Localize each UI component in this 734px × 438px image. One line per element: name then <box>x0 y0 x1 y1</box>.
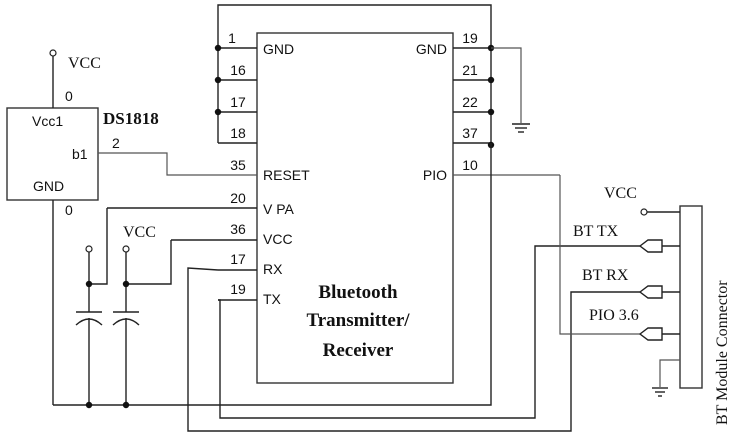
ic-title-line: Bluetooth <box>318 282 398 303</box>
pin-name: GND <box>33 178 64 194</box>
pin-number: 35 <box>230 157 246 173</box>
ground-icon <box>512 123 530 133</box>
pin-name: TX <box>263 291 282 307</box>
gnd-wire <box>491 47 522 123</box>
pin-number: 0 <box>65 202 73 218</box>
vcc-terminal-icon <box>640 208 648 216</box>
pin-name: b1 <box>72 146 88 162</box>
junction-dot <box>487 76 495 84</box>
pin-number: 19 <box>462 30 478 46</box>
vcc-label: VCC <box>68 55 101 72</box>
junction-dot <box>85 280 93 288</box>
vpa-wire <box>89 208 108 285</box>
connector-pin-icon <box>638 285 680 299</box>
right-pin-stubs <box>453 47 560 176</box>
vcc-wire <box>126 240 172 285</box>
reset-wire <box>98 152 218 176</box>
connector-title: BT Module Connector <box>714 280 731 425</box>
pin-name: GND <box>263 41 294 57</box>
left-pin-stubs <box>218 47 257 301</box>
pin-name: RESET <box>263 167 310 183</box>
vcc-terminal-icon <box>85 245 93 253</box>
ic-title-line: Receiver <box>323 340 394 361</box>
ic-title-line: Transmitter/ <box>306 310 410 331</box>
pin-name: GND <box>416 41 447 57</box>
pin-name: V PA <box>263 201 295 217</box>
connector-pin-icon <box>638 327 680 341</box>
junction-dot <box>85 401 93 409</box>
junction-dot <box>487 108 495 116</box>
pin-number: 36 <box>230 221 246 237</box>
pin-number: 1 <box>228 30 236 46</box>
junction-dot <box>122 280 130 288</box>
ds1818-label: DS1818 <box>103 109 159 128</box>
vcc-terminal-icon <box>49 49 57 57</box>
pin-number: 17 <box>230 251 246 267</box>
vcc-terminal-icon <box>122 245 130 253</box>
connector-pin-icon <box>638 239 680 253</box>
connector-signal-label: PIO 3.6 <box>589 307 639 324</box>
ground-icon <box>652 387 668 397</box>
pin-number: 22 <box>462 94 478 110</box>
pin-number: 21 <box>462 62 478 78</box>
pin-name: PIO <box>423 167 447 183</box>
rx-wire <box>187 267 640 432</box>
pin-number: 19 <box>230 281 246 297</box>
junction-dot <box>214 76 222 84</box>
pin-number: 18 <box>230 125 246 141</box>
junction-dot <box>122 401 130 409</box>
pin-number: 0 <box>65 88 73 104</box>
junction-dot <box>214 44 222 52</box>
connector-gnd-wire <box>659 359 680 387</box>
bt-connector-body <box>679 205 703 389</box>
pio-wire <box>559 175 640 335</box>
connector-signal-label: BT TX <box>573 223 619 240</box>
pin-number: 37 <box>462 125 478 141</box>
pin-number: 20 <box>230 190 246 206</box>
tx-wire <box>218 245 640 419</box>
pin-name: VCC <box>263 231 293 247</box>
vcc-label: VCC <box>123 224 156 241</box>
junction-dot <box>214 108 222 116</box>
pin-name: RX <box>263 261 283 277</box>
gnd-tie-loop <box>217 4 492 143</box>
gnd-bus <box>53 143 492 406</box>
pin-number: 17 <box>230 94 246 110</box>
pin-number: 2 <box>112 135 120 151</box>
connector-signal-label: VCC <box>604 185 637 202</box>
pin-number: 10 <box>462 157 478 173</box>
connector-signal-label: BT RX <box>582 267 629 284</box>
bluetooth-ic-body <box>256 32 454 384</box>
pin-name: Vcc1 <box>32 113 63 129</box>
pin-number: 16 <box>230 62 246 78</box>
